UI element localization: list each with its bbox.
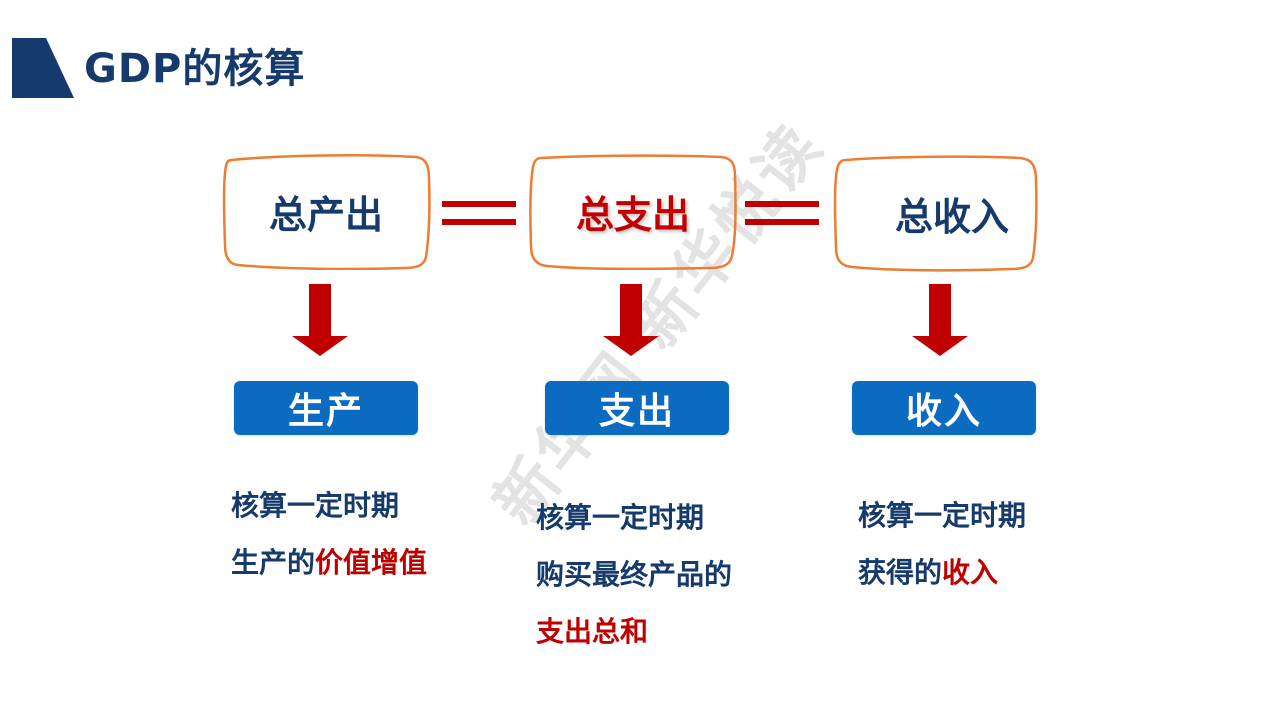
description-line: 生产的价值增值 — [231, 534, 427, 591]
description-line: 获得的收入 — [858, 544, 1026, 601]
concept-total-output: 总产出 — [268, 192, 383, 237]
category-expenditure: 支出 — [545, 381, 729, 435]
description-production: 核算一定时期 生产的价值增值 — [231, 477, 427, 591]
description-line: 核算一定时期 — [231, 489, 400, 522]
description-highlight: 支出总和 — [536, 615, 649, 648]
concept-total-income: 总收入 — [894, 194, 1009, 239]
page-title: GDP的核算 — [84, 46, 306, 92]
equals-icon — [745, 201, 819, 225]
category-income: 收入 — [852, 381, 1036, 435]
description-line: 核算一定时期 — [536, 501, 705, 534]
description-highlight: 价值增值 — [315, 546, 428, 579]
description-line: 核算一定时期 — [858, 499, 1027, 532]
arrow-down-icon — [912, 284, 968, 356]
arrow-down-icon — [603, 284, 659, 356]
equals-icon — [442, 201, 516, 225]
description-text: 生产的 — [231, 546, 316, 579]
description-expenditure: 核算一定时期 购买最终产品的 支出总和 — [536, 489, 732, 660]
concept-box-outline-3 — [833, 155, 1038, 272]
description-text: 获得的 — [858, 556, 943, 589]
description-income: 核算一定时期 获得的收入 — [858, 487, 1026, 601]
description-highlight: 收入 — [942, 556, 999, 589]
category-production: 生产 — [234, 381, 418, 435]
arrow-down-icon — [292, 284, 348, 356]
concept-box-outline-2 — [529, 154, 737, 270]
title-triangle-icon — [12, 38, 74, 98]
concept-total-expenditure: 总支出 — [575, 192, 690, 237]
concept-box-outline-1 — [222, 154, 431, 270]
description-line: 购买最终产品的 — [536, 558, 733, 591]
